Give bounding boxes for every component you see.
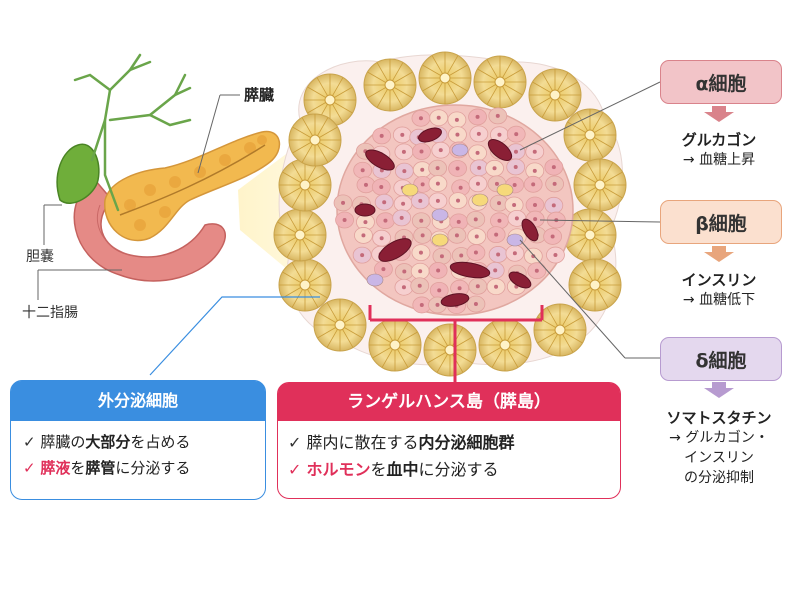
delta-cell-box: δ細胞 [660,337,782,381]
acinus [363,58,417,112]
islet-cell [431,208,449,222]
beta-cell-label: β細胞 [695,212,747,235]
islet-cell [366,273,384,287]
alpha-effect: → 血糖上昇 [682,152,756,168]
islet-bracket [368,305,544,385]
islet-cell [401,183,419,197]
delta-pointer [519,239,626,359]
islet-cell [506,233,524,247]
duodenum-label: 十二指腸 [22,305,78,321]
alpha-hormone: グルカゴン → 血糖上昇 [644,130,794,170]
delta-hormone: ソマトスタチン → グルカゴン・ インスリン の分泌抑制 [634,408,804,488]
pancreas-anatomy [56,53,281,282]
beta-pointer [539,219,661,223]
acinus [418,51,472,105]
pancreas-shape [104,130,281,242]
acinus [368,318,422,372]
capillary [378,238,412,262]
acinus [288,113,342,167]
acinus [563,108,617,162]
acinus [573,158,627,212]
exocrine-line-2: ✓ 膵液を膵管に分泌する [23,459,191,477]
delta-effect-3: の分泌抑制 [684,470,754,486]
islet-tissue [273,51,627,377]
beta-cell-box: β細胞 [660,200,782,244]
exocrine-title: 外分泌細胞 [11,381,265,421]
islet-cell [471,193,489,207]
acinus [533,303,587,357]
cell-arrows [704,106,734,398]
acinar-cells [273,51,627,377]
pancreatic-duct [119,144,266,216]
acinus [473,55,527,109]
exocrine-connector [149,296,320,376]
capillary [354,203,376,217]
capillary [418,127,442,143]
langerhans-line-2: ✓ ホルモンを血中に分泌する [288,460,499,479]
exocrine-line-1: ✓ 膵臓の大部分を占める [23,433,191,451]
alpha-pointer [519,81,661,151]
langerhans-line-1: ✓ 膵内に散在する内分泌細胞群 [288,433,515,452]
exocrine-panel: 外分泌細胞 ✓ 膵臓の大部分を占める ✓ 膵液を膵管に分泌する [10,380,266,500]
capillary [365,149,395,171]
acinus [423,323,477,377]
islet-cell [496,183,514,197]
beta-hormone: インスリン → 血糖低下 [644,270,794,310]
capillary [449,261,491,279]
delta-cell-label: δ細胞 [695,349,747,372]
alpha-cell-box: α細胞 [660,60,782,104]
acinus [478,318,532,372]
beta-effect: → 血糖低下 [682,292,756,308]
langerhans-title: ランゲルハンス島（膵島） [278,383,620,421]
langerhans-panel: ランゲルハンス島（膵島） ✓ 膵内に散在する内分泌細胞群 ✓ ホルモンを血中に分… [277,382,621,499]
acinus [278,158,332,212]
alpha-cell-label: α細胞 [695,72,747,95]
delta-effect-2: インスリン [684,450,754,466]
capillary [508,271,532,289]
capillary [487,139,513,161]
acinus [278,258,332,312]
acinus [313,298,367,352]
islet-cell [431,233,449,247]
pancreas-leader [197,94,221,174]
pancreas-label: 膵臓 [244,86,275,104]
acinus [273,208,327,262]
delta-effect-1: → グルカゴン・ [669,430,769,446]
insulin-label: インスリン [681,271,757,289]
capillary [521,218,539,242]
gallbladder-shape [56,143,100,204]
somatostatin-label: ソマトスタチン [666,409,772,427]
glucagon-label: グルカゴン [681,131,757,149]
capillary [440,293,470,307]
gallbladder-label: 胆嚢 [26,249,54,265]
islet-cell [451,143,469,157]
acinus [568,258,622,312]
islet-cells [333,107,566,314]
acinus [528,68,582,122]
